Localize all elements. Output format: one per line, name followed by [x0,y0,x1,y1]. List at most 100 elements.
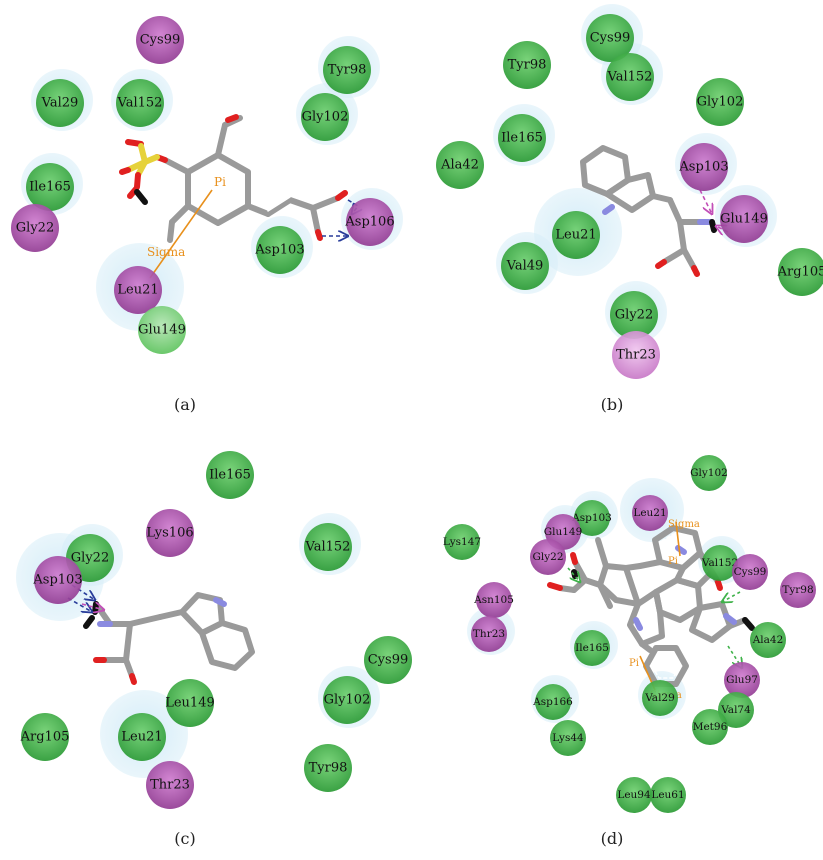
ligand-c-structure [83,592,255,685]
residue-leu21-label: Leu21 [633,507,666,519]
residue-lys44-label: Lys44 [552,732,584,744]
residue-leu21-label: Leu21 [117,283,158,298]
residue-ile165-label: Ile165 [575,642,609,654]
residue-lys147-disc [444,524,480,560]
residue-glu149: Glu149 [138,306,186,354]
residue-glu149: Glu149 [720,195,768,243]
residue-val152-disc [304,523,352,571]
residue-cys99: Cys99 [732,554,768,590]
residue-val74-disc [718,692,754,728]
residue-cys99: Cys99 [136,16,184,64]
residue-tyr98-label: Tyr98 [508,58,547,73]
residue-ile165-label: Ile165 [209,468,251,483]
interaction-label-1-2: Sigma [147,245,185,259]
residue-leu21: Leu21 [114,266,162,314]
residue-cys99-label: Cys99 [368,653,409,668]
residue-lys44-disc [550,720,586,756]
residue-thr23-disc [146,761,194,809]
pi-sigma-line-d-1 [675,521,681,557]
residue-asp103-label: Asp103 [32,573,82,588]
residue-gly102: Gly102 [323,676,371,724]
residue-ile165: Ile165 [206,451,254,499]
residue-gly102-label: Gly102 [302,110,349,125]
residue-asp103-label: Asp103 [254,243,304,258]
residue-leu21-label: Leu21 [121,730,162,745]
residue-val74: Val74 [718,692,754,728]
residue-met96-disc [692,709,728,745]
residue-val74-label: Val74 [720,704,751,716]
ligand-b-structure [580,145,717,277]
residue-cys99-label: Cys99 [140,33,181,48]
residue-gly22-disc [610,291,658,339]
residue-leu21-label: Leu21 [555,228,596,243]
pi-sigma-line-a [149,189,213,279]
residue-tyr98-disc [323,46,371,94]
residue-thr23: Thr23 [612,331,660,379]
residue-val49-disc [501,242,549,290]
residue-gly102: Gly102 [696,78,744,126]
ligand-a-structure [119,114,348,243]
residue-lys106: Lys106 [146,509,194,557]
residue-met96: Met96 [692,709,728,745]
residue-tyr98: Tyr98 [503,41,551,89]
residue-val29-label: Val29 [41,96,79,111]
residue-gly22-label: Gly22 [615,308,653,323]
residue-cys99-disc [586,14,634,62]
residue-gly22-label: Gly22 [71,551,109,566]
residue-gly22-label: Gly22 [16,221,54,236]
residue-val29: Val29 [36,79,84,127]
panel-labels: (a)(b)(c)(d) [174,395,623,848]
residue-asn105: Asn105 [473,582,514,618]
residue-glu97: Glu97 [724,662,760,698]
residue-arg105: Arg105 [20,713,69,761]
residue-tyr98: Tyr98 [323,46,371,94]
residue-val49: Val49 [501,242,549,290]
residue-gly102-label: Gly102 [690,467,728,479]
residue-leu61-disc [650,777,686,813]
residue-ile165-label: Ile165 [29,180,71,195]
residue-tyr98-disc [503,41,551,89]
residue-asp166: Asp166 [532,684,573,720]
residue-ala42-label: Ala42 [440,158,479,173]
residue-arg105-label: Arg105 [777,265,823,280]
residue-val29-disc [642,680,678,716]
residue-leu21: Leu21 [552,211,600,259]
residue-asp106-disc [346,198,394,246]
residue-gly102-disc [323,676,371,724]
interaction-label-1-1: Pi [214,175,226,189]
residue-asn105-disc [476,582,512,618]
residue-asp103-disc [574,500,610,536]
ligand-d-structure [547,525,755,687]
residue-asp103: Asp103 [32,556,83,604]
residue-val152-disc [606,53,654,101]
residue-asn105-label: Asn105 [473,594,514,606]
residue-leu94: Leu94 [616,777,652,813]
residue-ile165-label: Ile165 [501,131,543,146]
residue-cys99-label: Cys99 [734,566,767,578]
residue-glu149-disc [138,306,186,354]
residue-gly22: Gly22 [11,204,59,252]
interaction-lines: PiSigmaSigmaPiPiSigma [67,175,742,701]
residue-arg105-disc [21,713,69,761]
residue-val29-label: Val29 [644,692,675,704]
panel-label-4: (d) [601,829,624,848]
interaction-label-4-1: Sigma [668,519,700,530]
residue-leu149-label: Leu149 [165,696,215,711]
hbond-line-c-2 [67,597,92,612]
residue-leu94-disc [616,777,652,813]
residue-glu97-label: Glu97 [726,674,758,686]
residue-thr23-label: Thr23 [473,628,505,640]
residue-val152: Val152 [701,545,738,581]
residue-tyr98-disc [780,572,816,608]
residue-thr23-disc [471,616,507,652]
interaction-label-4-2: Pi [668,556,678,567]
residue-ala42-label: Ala42 [752,634,784,646]
residue-leu21-disc [118,713,166,761]
residue-val49-label: Val49 [506,259,544,274]
residue-leu61: Leu61 [650,777,686,813]
residue-tyr98-label: Tyr98 [782,584,813,596]
residue-cys99-disc [732,554,768,590]
residue-cys99-disc [364,636,412,684]
